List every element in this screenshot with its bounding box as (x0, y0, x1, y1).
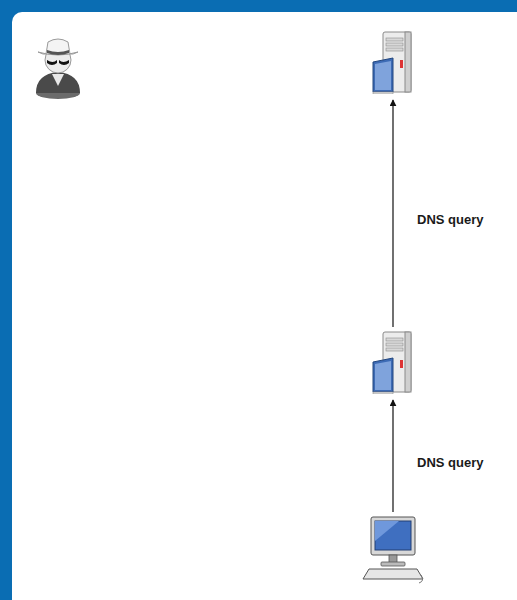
spy-icon (36, 39, 80, 99)
edge-label: DNS query (415, 211, 485, 228)
edge-label: DNS query (415, 454, 485, 471)
server-icon (371, 30, 415, 94)
query-arrow (392, 400, 393, 512)
server-icon (371, 330, 415, 394)
computer-icon (361, 515, 425, 585)
icon-drawing (371, 30, 415, 94)
query-arrow (392, 100, 393, 327)
panel (12, 12, 517, 600)
icon-drawing (371, 330, 415, 394)
icon-drawing (361, 515, 425, 585)
